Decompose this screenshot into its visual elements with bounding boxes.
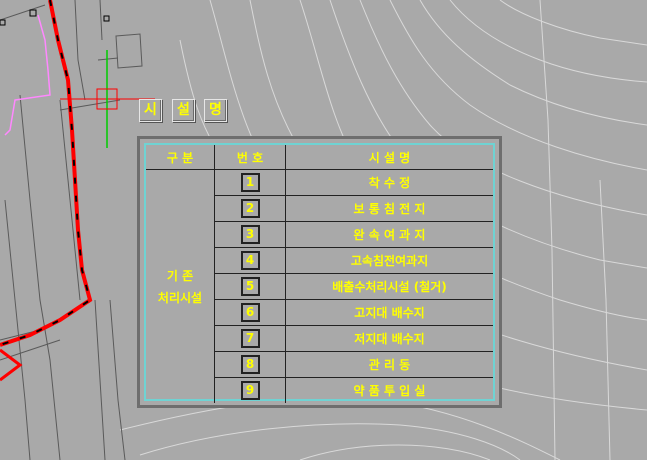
row-facility-name: 저지대 배수지 (285, 325, 493, 352)
table-row: 6 고지대 배수지 (146, 299, 493, 326)
row-number: 8 (240, 355, 260, 374)
row-number-cell: 4 (214, 247, 286, 274)
row-number: 6 (240, 303, 260, 322)
marker-square-icon (0, 19, 6, 26)
facility-table: 구 분 번 호 시 설 명 기 존 처리시설 1 착 수 정 2 보 통 침 전… (146, 145, 493, 403)
table-row: 9 약 품 투 입 실 (146, 377, 493, 403)
map-title-char: 설 (172, 99, 195, 122)
table-row: 7 저지대 배수지 (146, 325, 493, 352)
row-number-cell: 2 (214, 195, 286, 222)
row-number-cell: 5 (214, 273, 286, 300)
row-number: 5 (240, 277, 260, 296)
table-row: 4 고속침전여과지 (146, 247, 493, 274)
row-number: 9 (240, 381, 260, 400)
map-title-char: 시 (139, 99, 162, 122)
marker-square-icon (29, 9, 37, 17)
row-number-cell: 1 (214, 169, 286, 196)
row-facility-name: 관 리 동 (285, 351, 493, 378)
row-facility-name: 착 수 정 (285, 169, 493, 196)
row-number: 2 (240, 199, 260, 218)
row-facility-name: 약 품 투 입 실 (353, 384, 426, 398)
row-facility-name: 보 통 침 전 지 (285, 195, 493, 222)
map-title-char: 명 (204, 99, 227, 122)
cursor-pickbox[interactable] (96, 88, 118, 110)
row-facility-name: 완 속 여 과 지 (285, 221, 493, 248)
table-header-row: 구 분 번 호 시 설 명 (146, 145, 493, 170)
header-number: 번 호 (214, 145, 286, 170)
row-number: 4 (240, 251, 260, 270)
row-facility-name: 고속침전여과지 (285, 247, 493, 274)
group-label-line2: 처리시설 (157, 290, 203, 305)
row-facility-name: 배출수처리시설 (철거) (285, 273, 493, 300)
table-row: 8 관 리 동 (146, 351, 493, 378)
marker-square-icon (103, 15, 110, 22)
row-number-cell: 6 (214, 299, 286, 326)
table-row: 2 보 통 침 전 지 (146, 195, 493, 222)
group-label-line1: 기 존 (166, 268, 194, 283)
header-category: 구 분 (146, 145, 215, 170)
row-facility-name: 고지대 배수지 (285, 299, 493, 326)
header-facility-name: 시 설 명 (285, 145, 493, 170)
row-number: 7 (240, 329, 260, 348)
facility-legend: 구 분 번 호 시 설 명 기 존 처리시설 1 착 수 정 2 보 통 침 전… (137, 136, 502, 408)
row-number-cell: 7 (214, 325, 286, 352)
parcel-lines (0, 0, 143, 460)
red-pipe-line (0, 0, 93, 347)
row-number-cell: 9 (214, 377, 286, 403)
row-number: 1 (240, 173, 260, 192)
pink-boundary-line (4, 14, 51, 136)
table-row: 5 배출수처리시설 (철거) (146, 273, 493, 300)
row-number: 3 (240, 225, 260, 244)
table-row: 3 완 속 여 과 지 (146, 221, 493, 248)
facility-legend-frame: 구 분 번 호 시 설 명 기 존 처리시설 1 착 수 정 2 보 통 침 전… (144, 143, 495, 403)
group-cell: 기 존 처리시설 (146, 169, 215, 403)
table-row: 기 존 처리시설 1 착 수 정 (146, 169, 493, 403)
row-number-cell: 8 (214, 351, 286, 378)
row-number-cell: 3 (214, 221, 286, 248)
red-pipe-branch (0, 348, 23, 382)
